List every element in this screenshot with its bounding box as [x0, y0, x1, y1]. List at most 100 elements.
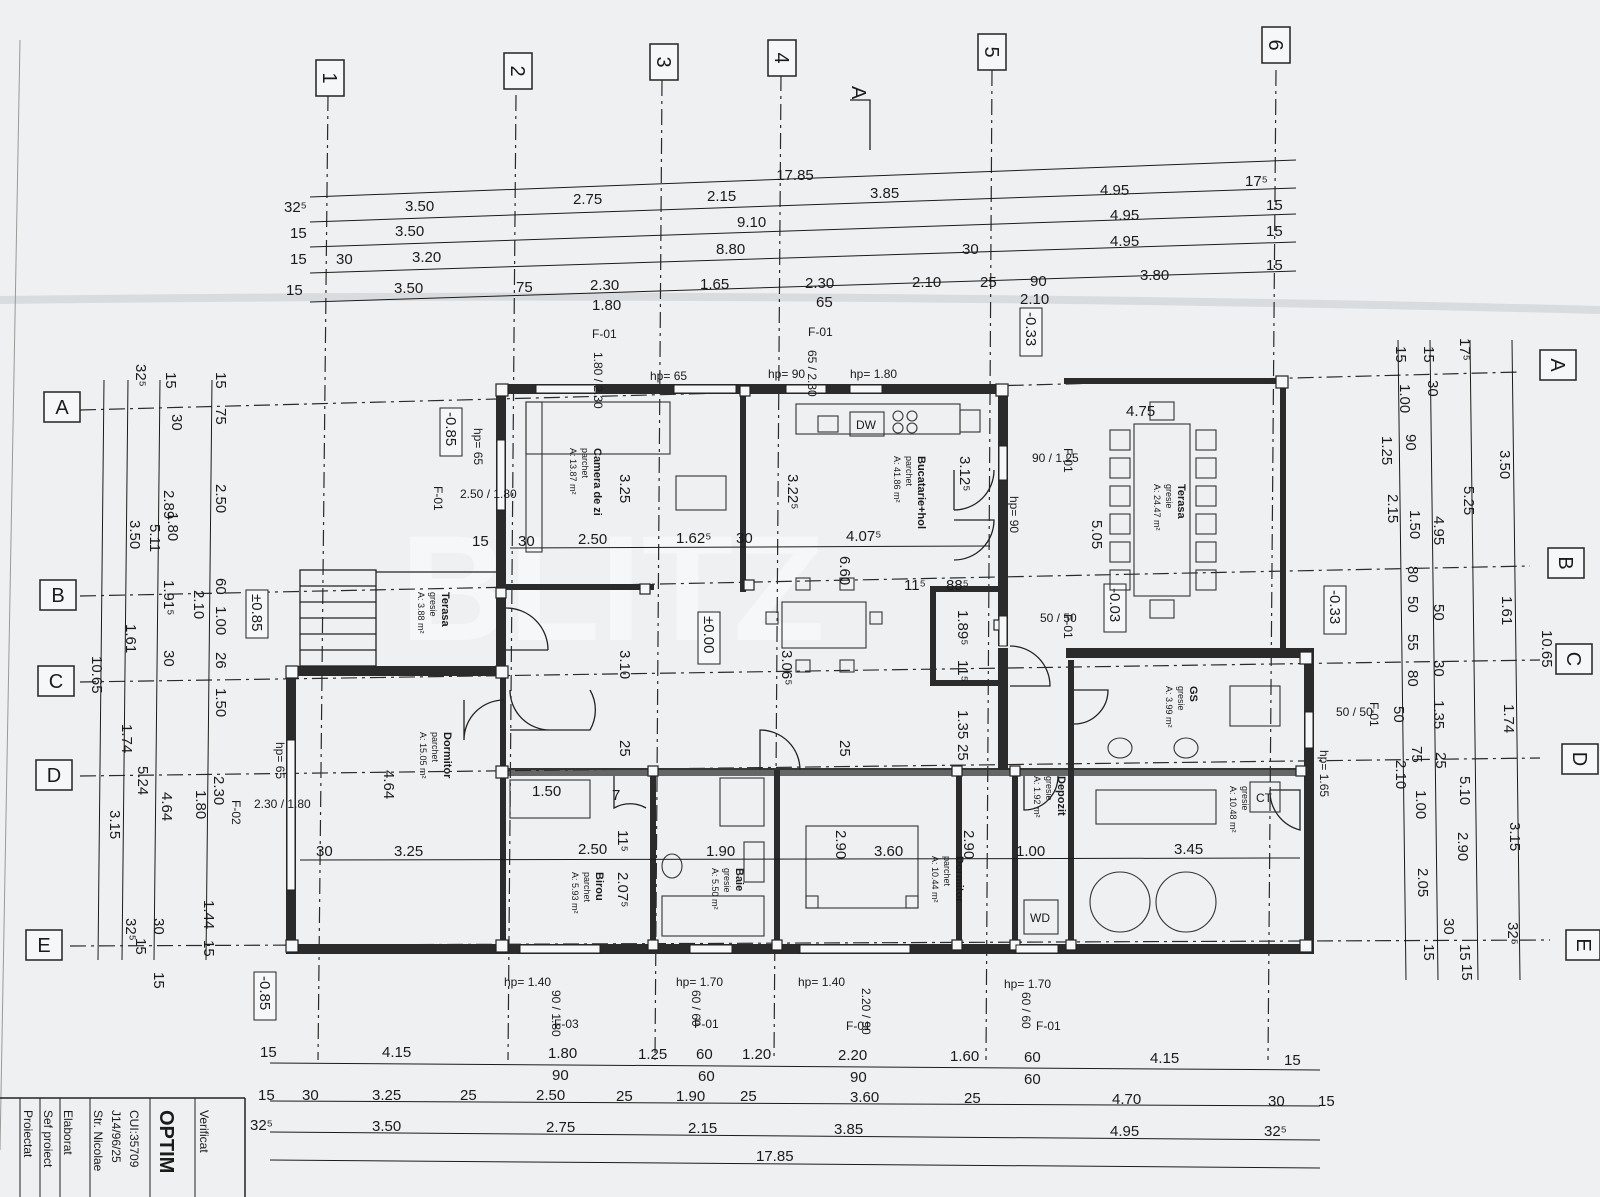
svg-text:gresie: gresie	[1176, 686, 1186, 711]
svg-text:32⁵: 32⁵	[284, 199, 307, 216]
title-block: OPTIM Verificat CUI:35709 J14/96/25 Str.…	[0, 1097, 246, 1197]
svg-text:88⁵: 88⁵	[946, 577, 969, 594]
svg-text:F-01: F-01	[592, 327, 617, 341]
svg-text:-0.85: -0.85	[442, 412, 459, 446]
svg-text:3.60: 3.60	[850, 1089, 879, 1106]
svg-text:3.50: 3.50	[372, 1118, 401, 1135]
axis-bubble-b-left: B	[39, 579, 77, 611]
svg-text:65: 65	[816, 294, 833, 311]
svg-text:55: 55	[1404, 634, 1421, 651]
svg-text:3.50: 3.50	[395, 223, 424, 240]
svg-text:17⁵: 17⁵	[1245, 173, 1268, 190]
svg-text:15: 15	[200, 940, 217, 957]
svg-text:Birou: Birou	[593, 872, 605, 901]
svg-text:2.50 / 1.80: 2.50 / 1.80	[460, 487, 517, 501]
svg-text:2.15: 2.15	[1384, 494, 1401, 523]
svg-text:15: 15	[1266, 257, 1283, 274]
svg-text:60 / 60: 60 / 60	[689, 990, 703, 1027]
svg-text:A: 5.50 m²: A: 5.50 m²	[710, 868, 720, 910]
svg-text:32⁵: 32⁵	[122, 918, 139, 941]
svg-text:3.45: 3.45	[1174, 841, 1203, 858]
svg-text:F-01: F-01	[1061, 448, 1075, 473]
level-tags: -0.85 -0.33 ±0.85 ±0.00 -0.85 -0.33 -0.0…	[245, 307, 1347, 1021]
svg-text:5.10: 5.10	[1456, 776, 1473, 805]
svg-text:32⁵: 32⁵	[132, 364, 149, 387]
svg-text:26: 26	[212, 652, 229, 669]
svg-text:1.80: 1.80	[592, 297, 621, 314]
svg-text:2.75: 2.75	[546, 1119, 575, 1136]
svg-text:90: 90	[1030, 273, 1047, 290]
svg-text:2: 2	[506, 65, 528, 76]
svg-text:A: A	[1546, 358, 1568, 372]
interior-dimensions: 3.25 2.50 1.62⁵ 30 4.07⁵ 3.22⁵ 3.12⁵ 6.6…	[299, 403, 1301, 907]
room-bedroom-1: Dormitor parchet A: 15.05 m²	[418, 732, 453, 779]
svg-text:A: 24.47 m²: A: 24.47 m²	[1152, 484, 1162, 531]
svg-text:4.64: 4.64	[158, 792, 175, 821]
svg-text:6: 6	[1264, 39, 1286, 50]
svg-text:F-01: F-01	[846, 1019, 871, 1033]
svg-text:Proiectat: Proiectat	[21, 1110, 35, 1158]
axis-bubble-5: 5	[977, 33, 1007, 71]
room-terrace-large: Terasa gresie A: 24.47 m²	[1152, 484, 1187, 531]
svg-text:A: A	[55, 397, 69, 419]
svg-text:Terasa: Terasa	[1175, 484, 1187, 520]
svg-text:10.65: 10.65	[88, 656, 105, 694]
wall-columns	[285, 375, 1313, 953]
svg-text:3.85: 3.85	[870, 185, 899, 202]
svg-text:3.25: 3.25	[372, 1087, 401, 1104]
washer-box	[1023, 899, 1059, 935]
window-tag-9: hp= 1.40 90 / 1.80 F-03	[504, 975, 579, 1037]
room-office: Birou parchet A: 5.93 m²	[570, 872, 605, 914]
svg-text:90 / 1.25: 90 / 1.25	[1032, 451, 1079, 465]
svg-text:Dormitor: Dormitor	[441, 732, 453, 779]
svg-text:2.90: 2.90	[1454, 832, 1471, 861]
svg-text:2.07⁵: 2.07⁵	[614, 872, 631, 907]
dims-right: 15 1.00 1.25 90 2.15 1.50 80 50 55 80 30…	[1378, 338, 1555, 981]
svg-text:Str. Nicolae: Str. Nicolae	[91, 1110, 105, 1172]
svg-text:32⁵: 32⁵	[250, 1117, 273, 1134]
svg-text:15: 15	[1420, 944, 1437, 961]
svg-text:2.50: 2.50	[536, 1087, 565, 1104]
svg-text:Dormitor: Dormitor	[953, 856, 965, 903]
svg-text:1.80: 1.80	[548, 1045, 577, 1062]
svg-text:1.89⁵: 1.89⁵	[954, 610, 971, 645]
svg-text:3.25: 3.25	[616, 474, 633, 503]
svg-text:15: 15	[1456, 944, 1473, 961]
svg-text:3.50: 3.50	[394, 280, 423, 297]
svg-text:2.10: 2.10	[1392, 760, 1409, 789]
svg-text:60: 60	[1024, 1049, 1041, 1066]
svg-text:75: 75	[1408, 746, 1425, 763]
svg-text:1.74: 1.74	[1500, 704, 1517, 733]
svg-text:1.74: 1.74	[118, 724, 135, 753]
svg-text:1.61: 1.61	[122, 624, 139, 653]
svg-text:3.12⁵: 3.12⁵	[956, 456, 973, 491]
svg-text:17⁵: 17⁵	[1456, 338, 1473, 361]
svg-text:8.80: 8.80	[716, 241, 745, 258]
axis-bubble-c-left: C	[37, 665, 75, 697]
svg-text:4.70: 4.70	[1112, 1091, 1141, 1108]
svg-text:parchet: parchet	[430, 732, 440, 763]
svg-text:4.15: 4.15	[382, 1044, 411, 1061]
svg-text:1.80 / 2.30: 1.80 / 2.30	[591, 352, 605, 409]
svg-text:2.10: 2.10	[190, 590, 207, 619]
svg-text:25: 25	[980, 274, 997, 291]
axis-bubble-a-left: A	[43, 391, 81, 423]
svg-text:4.95: 4.95	[1430, 516, 1447, 545]
svg-text:2.30: 2.30	[210, 776, 227, 805]
svg-text:30: 30	[302, 1087, 319, 1104]
svg-text:3: 3	[652, 56, 674, 67]
svg-text:4.95: 4.95	[1110, 1123, 1139, 1140]
svg-text:15: 15	[162, 372, 179, 389]
axis-bubble-e-right: E	[1565, 929, 1600, 961]
svg-text:-0.33: -0.33	[1022, 312, 1039, 346]
svg-text:30: 30	[518, 533, 535, 550]
svg-text:A: 15.05 m²: A: 15.05 m²	[418, 732, 428, 779]
svg-text:3.15: 3.15	[106, 810, 123, 839]
svg-text:gresie: gresie	[428, 592, 438, 617]
window-tag-8: F-02 2.30 / 1.80 hp= 65	[229, 742, 311, 825]
svg-text:50 / 50: 50 / 50	[1040, 611, 1077, 625]
svg-text:4.75: 4.75	[1126, 403, 1155, 420]
window-tag-12: hp= 1.70 60 / 60 F-01	[1004, 977, 1061, 1033]
washer-label: WD	[1030, 911, 1050, 925]
axis-bubble-4: 4	[767, 39, 797, 77]
